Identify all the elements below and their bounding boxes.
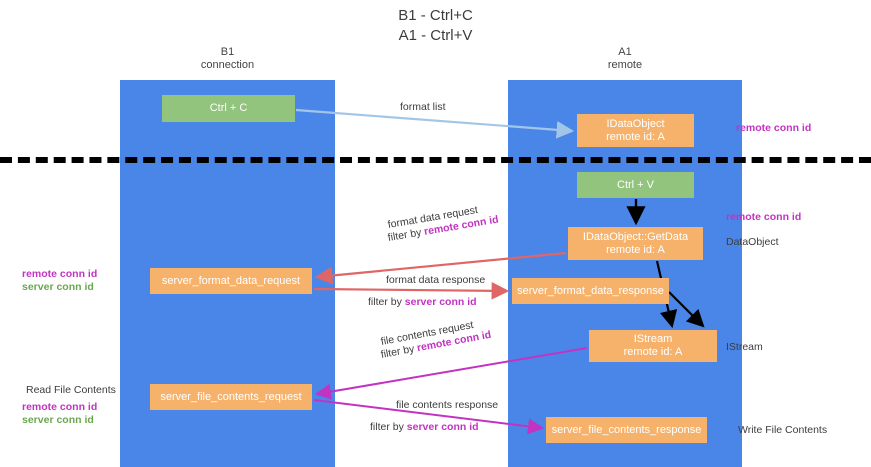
lane-b1-subtitle: connection (200, 59, 255, 71)
node-server-file-contents-response-label: server_file_contents_response (551, 423, 702, 436)
node-server-format-data-response[interactable]: server_format_data_response (512, 278, 669, 304)
node-getdata-label: IDataObject::GetData (582, 230, 689, 243)
side-label-left-conn-ids-mid: remote conn id server conn id (22, 268, 97, 294)
side-label-dataobject: DataObject (726, 236, 779, 248)
node-idataobject-label: IDataObject (606, 117, 665, 130)
side-label-remote-conn-id-top: remote conn id (736, 122, 812, 134)
left-remote-conn-id-bottom: remote conn id (22, 401, 98, 413)
server-conn-id-key: server conn id (404, 296, 477, 308)
node-ctrl-v-label: Ctrl + V (617, 178, 654, 191)
lane-header-a1: A1 remote (508, 46, 742, 72)
left-remote-conn-id-mid: remote conn id (22, 268, 98, 280)
left-server-conn-id-bottom: server conn id (22, 414, 94, 426)
side-label-read-file-contents: Read File Contents (26, 384, 116, 396)
edge-label-file-contents-request: file contents request filter by remote c… (380, 319, 493, 362)
node-server-format-data-request-label: server_format_data_request (161, 274, 301, 287)
edge-label-file-contents-response-line2: filter by server conn id (370, 421, 498, 434)
filter-prefix: filter by (368, 296, 405, 308)
node-istream[interactable]: IStream remote id: A (589, 330, 717, 362)
edge-label-file-contents-response-line1: file contents response (396, 399, 499, 411)
title-line-1: B1 - Ctrl+C (398, 7, 473, 24)
node-server-file-contents-response[interactable]: server_file_contents_response (546, 417, 707, 443)
side-label-left-conn-ids-bottom: remote conn id server conn id (22, 401, 97, 427)
node-server-format-data-request[interactable]: server_format_data_request (150, 268, 312, 294)
node-ctrl-c[interactable]: Ctrl + C (162, 95, 295, 122)
title-line-2: A1 - Ctrl+V (398, 27, 473, 44)
filter-prefix: filter by (370, 421, 407, 433)
node-idataobject-sub: remote id: A (606, 130, 665, 143)
phase-divider (0, 157, 871, 163)
node-server-file-contents-request-label: server_file_contents_request (160, 390, 302, 403)
page-title: B1 - Ctrl+C A1 - Ctrl+V (0, 6, 871, 46)
edge-label-format-data-response: format data response filter by server co… (368, 274, 486, 309)
lane-a1-subtitle: remote (607, 59, 643, 71)
node-ctrl-c-label: Ctrl + C (209, 102, 248, 114)
server-conn-id-key: server conn id (406, 421, 479, 433)
node-idataobject-getdata[interactable]: IDataObject::GetData remote id: A (568, 227, 703, 260)
edge-label-format-data-request: format data request filter by remote con… (387, 204, 500, 245)
node-ctrl-v[interactable]: Ctrl + V (577, 172, 694, 198)
edge-label-file-contents-response: file contents response filter by server … (370, 399, 499, 434)
side-label-remote-conn-id-mid: remote conn id (726, 211, 802, 223)
edge-label-format-data-response-line2: filter by server conn id (368, 296, 485, 309)
lane-header-b1: B1 connection (120, 46, 335, 72)
edge-label-format-data-response-line1: format data response (386, 274, 486, 286)
side-label-write-file-contents: Write File Contents (738, 424, 828, 436)
node-server-format-data-response-label: server_format_data_response (517, 284, 664, 297)
node-istream-label: IStream (633, 333, 673, 345)
lane-b1-title: B1 (220, 46, 235, 58)
edge-label-format-list: format list (400, 101, 446, 113)
side-label-istream: IStream (726, 341, 763, 353)
left-server-conn-id-mid: server conn id (22, 281, 94, 293)
node-istream-sub: remote id: A (623, 346, 683, 358)
node-idataobject[interactable]: IDataObject remote id: A (577, 114, 694, 147)
node-server-file-contents-request[interactable]: server_file_contents_request (150, 384, 312, 410)
lane-a1-title: A1 (618, 46, 632, 58)
node-getdata-sub: remote id: A (606, 243, 665, 256)
